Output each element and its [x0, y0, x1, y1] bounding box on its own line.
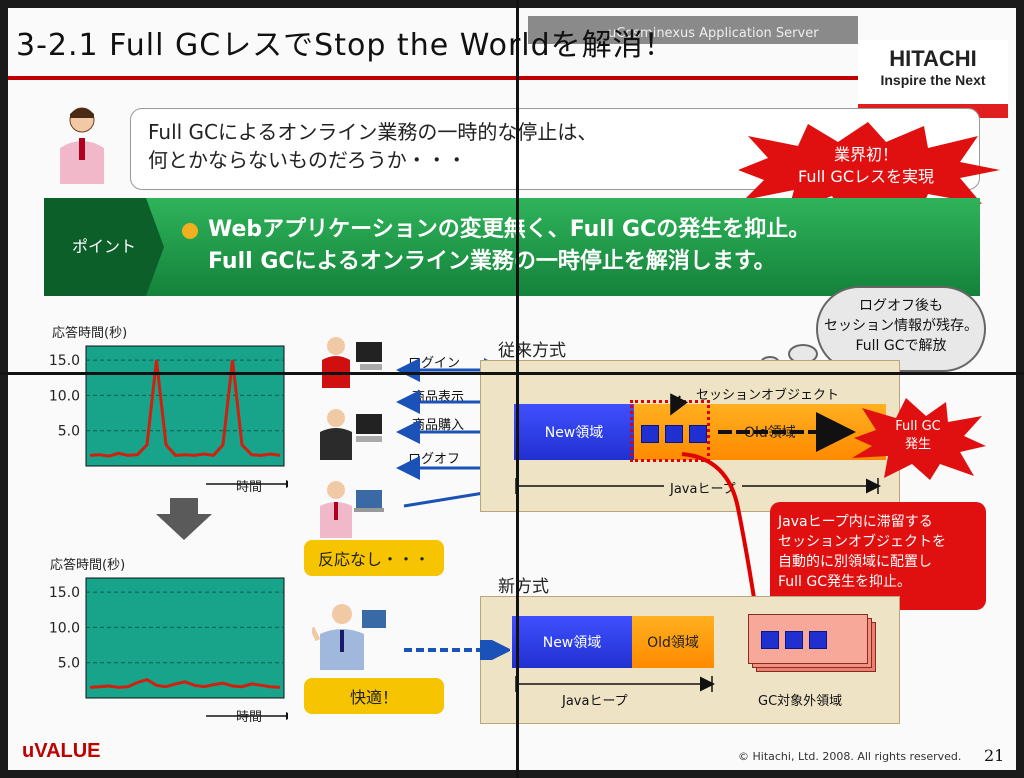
point-band — [44, 198, 980, 296]
session-object-icon — [641, 425, 659, 443]
down-arrow-icon — [154, 498, 214, 546]
status-no-response: 反応なし・・・ — [304, 540, 444, 576]
question-line-1: Full GCによるオンライン業務の一時的な停止は、 — [148, 120, 598, 144]
callout-line-3: 自動的に別領域に配置し — [778, 554, 932, 570]
logo-text: HITACHI — [889, 46, 977, 71]
x-axis-arrowhead — [286, 480, 288, 488]
y-tick-label: 10.0 — [49, 620, 80, 636]
chart1: 15.0 10.0 5.0 — [49, 345, 288, 488]
new-heap-label: Javaヒープ — [562, 694, 628, 709]
logo-tagline: Inspire the Next — [880, 72, 986, 88]
old-method-title: 従来方式 — [498, 341, 566, 361]
user-red-pc-icon — [316, 334, 386, 395]
cloud-line-2: セッション情報が残存。 — [824, 318, 978, 334]
x-axis-arrowhead — [286, 712, 288, 720]
session-object-icon — [785, 631, 803, 649]
callout-line-1: Javaヒープ内に滞留する — [778, 514, 933, 530]
callout-red: Javaヒープ内に滞留する セッションオブジェクトを 自動的に別領域に配置し F… — [770, 502, 986, 610]
y-tick-label: 10.0 — [49, 388, 80, 404]
session-object-label: セッションオブジェクト — [696, 388, 840, 403]
session-object-icon — [689, 425, 707, 443]
point-line-1: Webアプリケーションの変更無く、Full GCの発生を抑止。 — [208, 217, 811, 242]
callout-line-4: Full GC発生を抑止。 — [778, 574, 912, 590]
chart2-xlabel: 時間 — [236, 710, 263, 725]
screen-seam-vertical — [516, 0, 519, 778]
gc-excluded-label: GC対象外領域 — [758, 694, 843, 709]
callout-line-2: セッションオブジェクトを — [778, 534, 946, 550]
burst-top: 業界初！ Full GCレスを実現 — [728, 120, 1004, 220]
cloud-line-3: Full GCで解放 — [855, 338, 947, 354]
plot-area — [85, 577, 285, 699]
new-old-area: Old領域 — [632, 616, 714, 668]
gc-excluded-area — [748, 614, 868, 664]
chart2-ylabel: 応答時間(秒) — [50, 558, 126, 573]
plot-area — [85, 345, 285, 467]
brand-logo: uVALUE — [22, 740, 101, 762]
product-name: uCosminexus Application Server — [608, 26, 819, 41]
point-label: ポイント — [44, 198, 164, 296]
user-laptop-icon — [316, 478, 386, 545]
product-banner: uCosminexus Application Server — [528, 16, 858, 44]
y-tick-label: 15.0 — [49, 353, 80, 369]
old-new-area: New領域 — [514, 404, 634, 460]
burst-top-line-1: 業界初！ — [833, 145, 898, 164]
new-new-area: New領域 — [512, 616, 632, 668]
thought-cloud: ログオフ後も セッション情報が残存。 Full GCで解放 — [816, 286, 986, 372]
point-text: Webアプリケーションの変更無く、Full GCの発生を抑止。 Full GCに… — [208, 214, 810, 278]
hitachi-logo: HITACHI Inspire the Next — [858, 40, 1008, 118]
session-object-icon — [665, 425, 683, 443]
chart1-xlabel: 時間 — [236, 480, 263, 495]
y-tick-label: 15.0 — [49, 585, 80, 601]
old-new-area-label: New領域 — [544, 425, 604, 441]
bullet-dot-icon — [182, 223, 198, 239]
copyright: © Hitachi, Ltd. 2008. All rights reserve… — [738, 750, 962, 763]
cloud-line-1: ログオフ後も — [859, 298, 943, 314]
session-object-icon — [809, 631, 827, 649]
point-line-2: Full GCによるオンライン業務の一時停止を解消します。 — [208, 249, 776, 274]
chart1-ylabel: 応答時間(秒) — [52, 326, 128, 341]
thinking-person-icon — [52, 104, 112, 184]
slide: uCosminexus Application Server 3-2.1 Ful… — [8, 8, 1016, 770]
user-happy-icon — [309, 600, 392, 677]
old-old-area-label: Old領域 — [744, 425, 796, 441]
session-objects-box — [630, 400, 710, 462]
session-object-icon — [761, 631, 779, 649]
status-comfortable: 快適！ — [304, 678, 444, 714]
page-title: 3-2.1 Full GCレスでStop the Worldを解消！ — [16, 28, 675, 63]
new-method-title: 新方式 — [498, 577, 549, 597]
old-heap-label: Javaヒープ — [664, 478, 742, 497]
page-number: 21 — [984, 746, 1005, 765]
screen-seam-horizontal — [0, 372, 1024, 375]
user-dark-pc-icon — [316, 406, 386, 467]
fullgc-burst-line-1: Full GC — [895, 419, 941, 434]
new-new-area-label: New領域 — [542, 635, 602, 651]
question-line-2: 何とかならないものだろうか・・・ — [148, 148, 467, 172]
fullgc-burst-line-2: 発生 — [904, 437, 931, 452]
new-old-area-label: Old領域 — [647, 635, 699, 651]
y-tick-label: 5.0 — [58, 656, 80, 672]
title-underline — [8, 76, 858, 80]
question-text: Full GCによるオンライン業務の一時的な停止は、 何とかならないものだろうか… — [148, 118, 597, 174]
burst-top-line-2: Full GCレスを実現 — [797, 167, 935, 186]
y-tick-label: 5.0 — [58, 424, 80, 440]
request-arrow-new — [404, 640, 510, 660]
fullgc-burst: Full GC 発生 — [848, 398, 988, 480]
chart2: 15.0 10.0 5.0 — [49, 577, 288, 720]
